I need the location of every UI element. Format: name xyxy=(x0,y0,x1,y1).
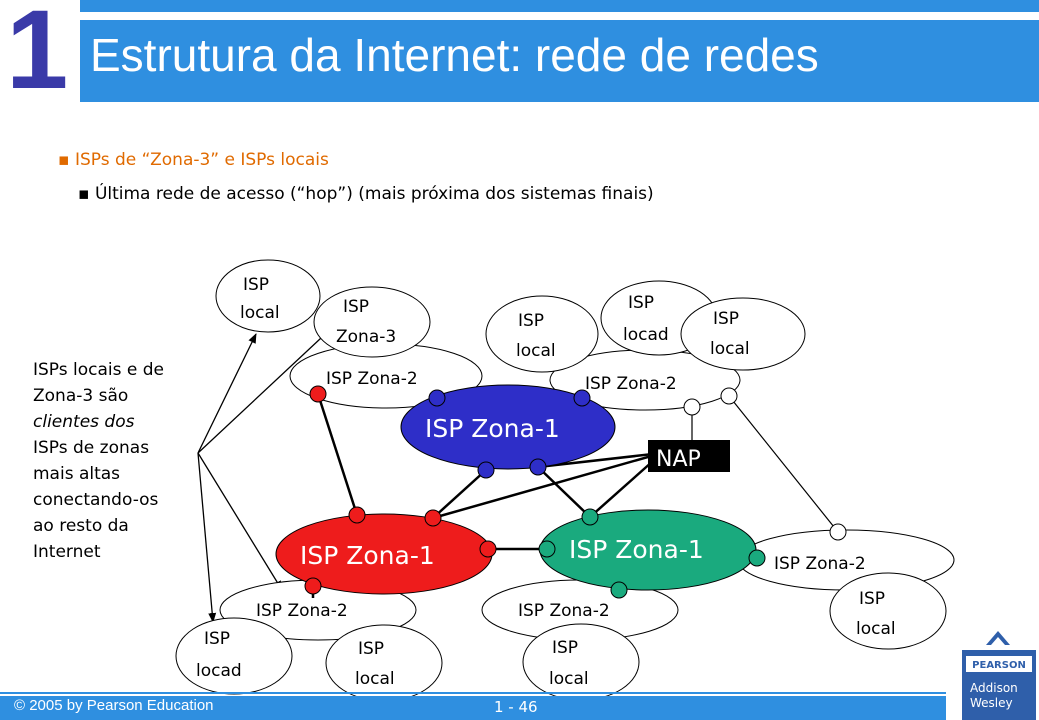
arrow-to-local xyxy=(197,333,257,454)
router-dot xyxy=(748,549,766,567)
link xyxy=(728,395,839,533)
router-dot xyxy=(477,461,495,479)
bullet-level1: ▪ ISPs de “Zona-3” e ISPs locais xyxy=(58,150,329,170)
arrow-to-zona3 xyxy=(197,323,337,454)
router-dot xyxy=(720,387,738,405)
link xyxy=(432,469,487,519)
tier2-topright-label: ISP Zona-2 xyxy=(585,374,677,394)
router-dot xyxy=(304,577,322,595)
router-dot xyxy=(309,385,327,403)
router-dot xyxy=(348,506,366,524)
slide-title: Estrutura da Internet: rede de redes xyxy=(90,29,819,81)
bullet-level2-text: Última rede de acesso (“hop”) (mais próx… xyxy=(94,184,654,204)
nap-label: NAP xyxy=(656,447,701,472)
isp-local-tl-ellipse xyxy=(215,259,321,333)
side-note-line: ao resto da xyxy=(33,516,129,536)
customer-arrows xyxy=(197,323,337,623)
side-note-line: Zona-3 são xyxy=(33,386,129,406)
isp-locad-bl-line1: ISP xyxy=(204,629,230,649)
isp-locad-bl-ellipse xyxy=(175,617,293,695)
isp-local-tr1-line1: ISP xyxy=(518,311,544,331)
logo-line2: Addison xyxy=(970,681,1018,695)
router-dot xyxy=(610,581,628,599)
side-note-line: ISPs de zonas xyxy=(33,438,150,458)
router-dot xyxy=(829,523,847,541)
title-top-rule xyxy=(80,0,1039,12)
link xyxy=(316,393,359,516)
tier1-left-label: ISP Zona-1 xyxy=(300,541,435,570)
tier1-top-label: ISP Zona-1 xyxy=(425,414,560,443)
router-dot xyxy=(479,540,497,558)
isp-local-tr1-line2: local xyxy=(516,341,556,361)
side-note-line: Internet xyxy=(33,542,101,562)
isp-local-tr2-ellipse xyxy=(680,297,806,371)
router-dot xyxy=(581,508,599,526)
footer-rule xyxy=(0,692,946,694)
pearson-logo: PEARSON Addison Wesley xyxy=(958,628,1039,720)
isp-zona3-line2: Zona-3 xyxy=(336,327,396,347)
isp-local-tl-line1: ISP xyxy=(243,275,269,295)
isp-locad-tr-line1: ISP xyxy=(628,293,654,313)
link xyxy=(432,451,663,520)
logo-line1: PEARSON xyxy=(972,660,1026,671)
router-dot xyxy=(683,398,701,416)
router-dot xyxy=(529,458,547,476)
router-dot xyxy=(538,540,556,558)
bullet-level2: ▪ Última rede de acesso (“hop”) (mais pr… xyxy=(78,184,654,204)
isp-zona3-line1: ISP xyxy=(343,297,369,317)
side-note-line: mais altas xyxy=(33,464,121,484)
tier2-bottommid-label: ISP Zona-2 xyxy=(518,601,610,621)
isp-zona3-ellipse xyxy=(313,286,431,358)
isp-local-bl-ellipse xyxy=(325,624,443,702)
chapter-number: 1 xyxy=(6,0,69,112)
copyright-text: © 2005 by Pearson Education xyxy=(14,697,214,714)
isp-local-bm-line2: local xyxy=(549,669,589,689)
title-bar xyxy=(80,20,1039,102)
arrow-to-locad xyxy=(197,452,217,623)
router-dot xyxy=(424,509,442,527)
footer-bar xyxy=(0,696,946,720)
tier2-bottomleft-label: ISP Zona-2 xyxy=(256,601,348,621)
side-note: ISPs locais e de Zona-3 são clientes dos… xyxy=(33,357,203,565)
isp-locad-tr-line2: locad xyxy=(623,325,669,345)
isp-local-bl-line2: local xyxy=(355,669,395,689)
tier2-right-label: ISP Zona-2 xyxy=(774,554,866,574)
isp-local-r-line2: local xyxy=(856,619,896,639)
router-dot xyxy=(573,389,591,407)
nap-box xyxy=(648,440,730,472)
tier2-topleft-label: ISP Zona-2 xyxy=(326,369,418,389)
tier1-right-label: ISP Zona-1 xyxy=(569,535,704,564)
isp-local-r-ellipse xyxy=(829,572,947,650)
isp-local-bl-line1: ISP xyxy=(358,639,384,659)
page-number: 1 - 46 xyxy=(494,698,538,716)
bullet-level1-text: ISPs de “Zona-3” e ISPs locais xyxy=(74,150,329,170)
isp-local-tr2-line2: local xyxy=(710,339,750,359)
isp-local-tl-line2: local xyxy=(240,303,280,323)
isp-local-bm-line1: ISP xyxy=(552,638,578,658)
isp-local-tr2-line1: ISP xyxy=(713,309,739,329)
link xyxy=(537,466,591,518)
router-dot xyxy=(428,389,446,407)
isp-locad-bl-line2: locad xyxy=(196,661,242,681)
link xyxy=(537,451,663,469)
side-note-line: ISPs locais e de xyxy=(33,360,165,380)
logo-line3: Wesley xyxy=(970,696,1013,710)
side-note-line: clientes dos xyxy=(33,412,135,432)
arrow-to-zona2 xyxy=(197,452,283,591)
isp-local-r-line1: ISP xyxy=(859,589,885,609)
routers xyxy=(304,385,847,599)
tier1-top-ellipse xyxy=(400,384,616,470)
isp-local-tr1-ellipse xyxy=(485,295,599,373)
side-note-line: conectando-os xyxy=(33,490,159,510)
